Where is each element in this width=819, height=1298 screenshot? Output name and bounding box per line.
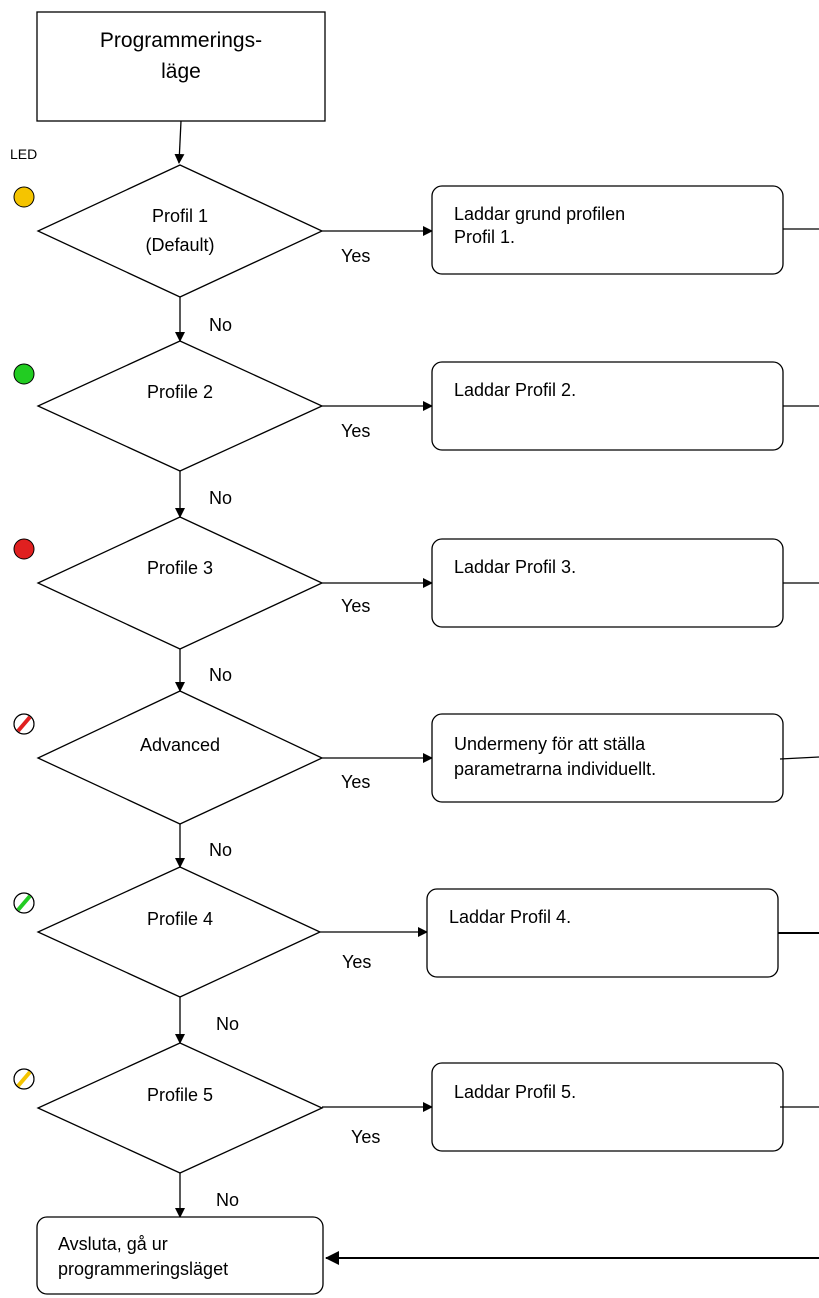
decision-diamond [36,1042,324,1174]
decision-label-line1: Profil 1 [152,206,208,226]
yes-label: Yes [341,246,370,266]
row-2: Profile 2 Yes Laddar Profil 2. No [13,340,819,518]
start-box: Programmerings- läge [36,11,326,122]
action-label-line1: Laddar Profil 4. [449,907,571,927]
start-box-line1: Programmerings- [100,29,262,52]
no-label: No [209,665,232,685]
row-5: Profile 4 Yes Laddar Profil 4. No [13,866,819,1044]
action-box [431,538,784,628]
action-label-line1: Laddar Profil 2. [454,380,576,400]
decision-diamond [36,690,324,825]
row-1: Profil 1 (Default) Yes Laddar grund prof… [13,164,819,342]
row-3: Profile 3 Yes Laddar Profil 3. No [13,516,819,692]
led-yellow-white-striped-icon [13,1068,35,1090]
decision-label-line1: Profile 2 [147,382,213,402]
decision-label-line1: Profile 5 [147,1085,213,1105]
led-header: LED [10,146,37,162]
end-box: Avsluta, gå ur programmeringsläget [36,1216,324,1295]
action-label-line1: Laddar Profil 3. [454,557,576,577]
action-box [431,185,784,275]
action-label-line2: parametrarna individuellt. [454,759,656,779]
decision-diamond [36,164,324,298]
action-box [431,713,784,803]
no-label: No [209,315,232,335]
no-label: No [209,488,232,508]
yes-label: Yes [342,952,371,972]
action-box [431,1062,784,1152]
no-label: No [209,840,232,860]
decision-label-line1: Profile 4 [147,909,213,929]
start-box-line2: läge [161,60,201,83]
led-green-white-striped-icon [13,892,35,914]
action-box [431,361,784,451]
action-box [426,888,779,978]
decision-label-line1: Advanced [140,735,220,755]
no-label: No [216,1190,239,1210]
start-arrow [174,120,185,164]
decision-label-line2: (Default) [145,235,214,255]
yes-label: Yes [341,421,370,441]
action-label-line1: Laddar Profil 5. [454,1082,576,1102]
decision-label-line1: Profile 3 [147,558,213,578]
decision-diamond [36,866,322,998]
action-label-line1: Laddar grund profilen [454,204,625,224]
led-green-icon [13,363,35,385]
row-6: Profile 5 Yes Laddar Profil 5. No [13,1042,819,1218]
row-4: Advanced Yes Undermeny för att ställa pa… [13,690,819,868]
decision-diamond [36,516,324,650]
action-label-line1: Undermeny för att ställa [454,734,646,754]
led-yellow-icon [13,186,35,208]
end-box-line2: programmeringsläget [58,1259,228,1279]
led-red-icon [13,538,35,560]
return-line [779,756,819,760]
yes-label: Yes [351,1127,380,1147]
yes-label: Yes [341,596,370,616]
decision-diamond [36,340,324,472]
end-box-line1: Avsluta, gå ur [58,1234,168,1254]
action-label-line2: Profil 1. [454,227,515,247]
led-red-white-striped-icon [13,713,35,735]
yes-label: Yes [341,772,370,792]
no-label: No [216,1014,239,1034]
